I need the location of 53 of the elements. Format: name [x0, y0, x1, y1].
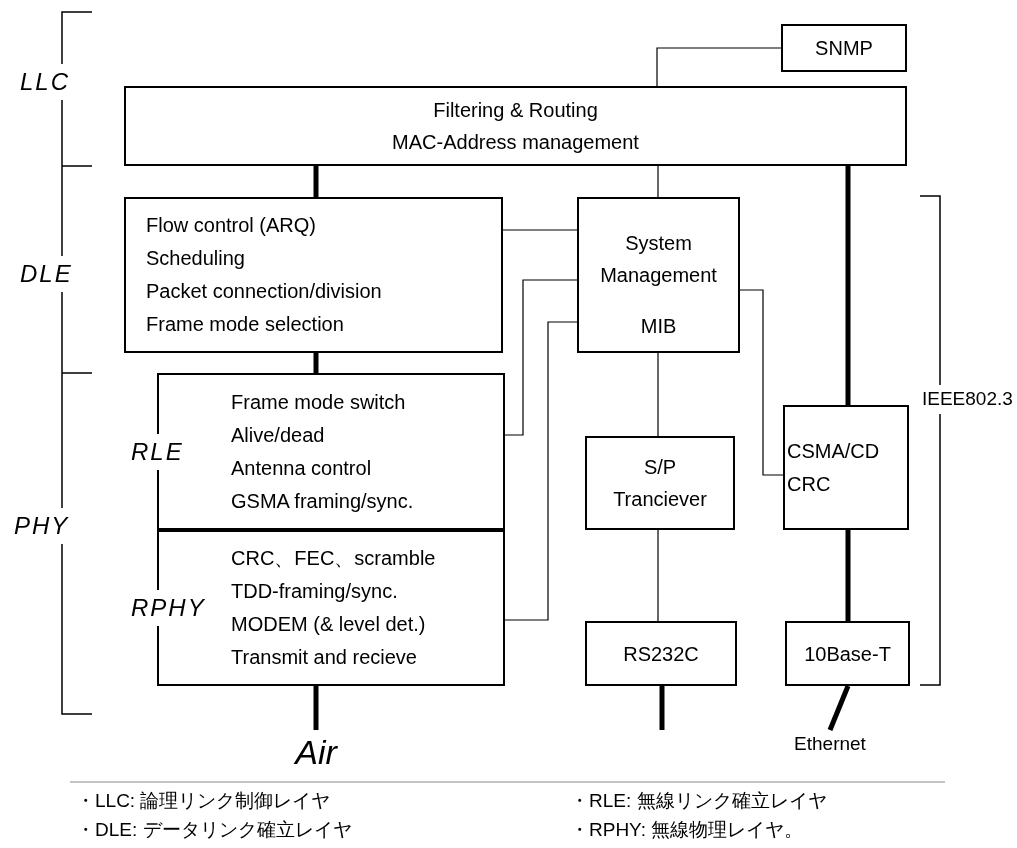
box-text: Transmit and recieve — [231, 645, 418, 670]
box-text: Packet connection/division — [146, 279, 383, 304]
box-text: Alive/dead — [231, 422, 326, 448]
box-text: TDD-framing/sync. — [231, 579, 399, 604]
box-text: 10Base-T — [804, 641, 891, 667]
box-text: CSMA/CD — [787, 438, 881, 464]
box-text: RS232C — [623, 641, 699, 667]
box-text: MIB — [640, 314, 677, 339]
box-text: Antenna control — [231, 455, 373, 481]
process-box — [585, 621, 737, 686]
connector-line — [845, 530, 851, 621]
box-text: CRC — [787, 471, 832, 497]
box-text: Frame mode selection — [146, 312, 345, 337]
box-text: Air — [295, 732, 337, 772]
footnote-text: ・LLC: 論理リンク制御レイヤ — [76, 789, 331, 813]
footnote-text: ・RLE: 無線リンク確立レイヤ — [570, 789, 827, 813]
box-text: Flow control (ARQ) — [146, 213, 318, 238]
connector-line — [657, 352, 659, 437]
process-box — [785, 621, 910, 686]
connector-line — [313, 353, 319, 373]
connector-line — [313, 166, 319, 197]
process-box — [124, 197, 503, 353]
process-box — [781, 24, 907, 72]
connector-line — [657, 529, 659, 622]
footnote-text: ・DLE: データリンク確立レイヤ — [76, 818, 352, 842]
process-box — [124, 86, 907, 166]
connector-line — [739, 289, 784, 476]
connector-line — [656, 47, 782, 87]
box-text: GSMA framing/sync. — [231, 488, 415, 514]
connector-line — [313, 686, 319, 730]
box-text: CRC、FEC、scramble — [231, 546, 437, 571]
footnote-text: ・RPHY: 無線物理レイヤ。 — [570, 818, 804, 842]
box-text: Ethernet — [794, 731, 866, 756]
box-text: SNMP — [815, 36, 873, 61]
connector-line — [845, 166, 851, 405]
connector-line — [504, 279, 578, 436]
connector-line — [827, 685, 851, 731]
process-box — [585, 436, 735, 530]
box-text: MAC-Address management — [392, 130, 639, 155]
layer-label: RPHY — [129, 590, 208, 626]
box-text: Frame mode switch — [231, 389, 407, 415]
process-box — [577, 197, 740, 353]
connector-line — [502, 229, 578, 231]
connector-line — [659, 686, 665, 730]
box-text: S/P Tranciever — [612, 455, 708, 512]
box-text: Scheduling — [146, 246, 246, 271]
layer-label: IEEE802.3 — [922, 385, 1013, 414]
box-text: System Management — [599, 231, 718, 288]
connector-line — [657, 165, 659, 198]
box-text: Filtering & Routing — [433, 98, 598, 123]
box-text: MODEM (& level det.) — [231, 612, 427, 637]
process-box — [783, 405, 909, 530]
connector-line — [504, 321, 578, 621]
